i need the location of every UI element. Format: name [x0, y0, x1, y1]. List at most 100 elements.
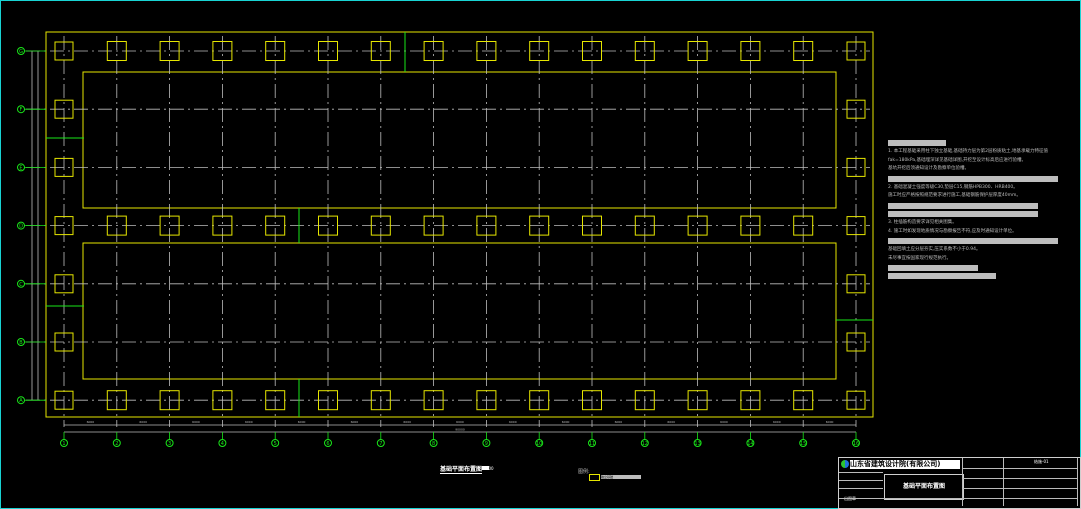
column-footing [54, 157, 74, 177]
column-footing [793, 390, 814, 411]
axis-bubble [60, 439, 68, 447]
column-footing [582, 215, 602, 236]
legend-footing-symbol [589, 474, 600, 481]
lower-slab-outline [82, 242, 837, 380]
axis-label: C [19, 282, 23, 288]
column-footing [370, 215, 391, 236]
axis-bubble [852, 439, 860, 447]
legend-text: 独立基础 [601, 475, 641, 479]
column-footing [687, 41, 708, 61]
column-footing [106, 390, 127, 411]
axis-label: G [19, 49, 23, 55]
span-dimension: 6000 [87, 420, 95, 424]
axis-bubble [271, 439, 280, 447]
axis-label: 3 [168, 441, 171, 447]
axis-bubble [17, 279, 25, 288]
plan-title: 基础平面布置图 [440, 466, 483, 474]
general-notes: 说明: 1. 本工程基础采用柱下独立基础,基础持力层为第2层粉质粘土,地基承载力… [888, 138, 1063, 281]
column-footing [529, 41, 550, 61]
column-footing [54, 332, 74, 352]
column-footing [54, 274, 74, 294]
note-highlight [888, 210, 1038, 217]
axis-bubble [17, 105, 25, 114]
column-footing [582, 390, 602, 411]
plan-scale: 1:100 [482, 466, 494, 471]
axis-bubble [17, 47, 25, 55]
column-footing [634, 41, 655, 61]
note-highlight [888, 175, 1058, 182]
axis-label: 12 [642, 441, 648, 447]
span-dimension: 6000 [773, 420, 781, 424]
axis-label: 7 [379, 441, 382, 447]
span-dimension: 6000 [192, 420, 200, 424]
axis-bubble [165, 439, 174, 447]
axis-bubble [17, 396, 25, 405]
column-footing [265, 41, 286, 61]
column-footing [159, 215, 180, 236]
column-footing [54, 216, 74, 236]
span-dimension: 6000 [139, 420, 147, 424]
note-line: 施工时应严格按照规范要求进行施工,基础钢筋保护层厚度40mm。 [888, 193, 1021, 199]
note-line: 1. 本工程基础采用柱下独立基础,基础持力层为第2层粉质粘土,地基承载力特征值 [888, 149, 1048, 154]
column-footing [106, 41, 127, 61]
column-footing [54, 41, 74, 61]
column-footing [687, 215, 708, 236]
note-highlight [888, 265, 978, 272]
column-footing [423, 215, 444, 236]
column-footing [846, 274, 866, 294]
title-block: 山东省建筑设计院(有限公司) 基础平面布置图 结施-01 出图章 [838, 457, 1081, 509]
column-footing [54, 390, 74, 410]
column-footing [318, 215, 338, 236]
column-footing [106, 215, 127, 236]
axis-label: 9 [485, 441, 488, 447]
span-dimension: 6000 [667, 420, 675, 424]
column-footing [529, 215, 550, 236]
column-footing [318, 390, 338, 411]
span-dimension: 6000 [720, 420, 728, 424]
axis-label: 2 [115, 441, 118, 447]
column-footing [634, 390, 655, 411]
column-footing [159, 390, 180, 411]
column-footing [740, 390, 761, 411]
drawing-name: 基础平面布置图 [884, 474, 964, 500]
axis-label: 11 [589, 441, 595, 447]
axis-label: B [19, 340, 23, 346]
axis-bubble [429, 439, 438, 447]
span-dimension: 6000 [298, 420, 306, 424]
column-footing [54, 99, 74, 119]
axis-label: 4 [221, 441, 224, 447]
column-footing [846, 332, 866, 352]
note-line: 4. 施工时如发现地质情况与勘察报告不符,应及时通知设计单位。 [888, 228, 1017, 234]
axis-label: 16 [853, 441, 859, 447]
note-highlight [888, 202, 1038, 209]
note-line: 基坑开挖后须通知设计及勘察单位验槽。 [888, 166, 969, 172]
column-footing [793, 215, 814, 236]
column-footing [846, 216, 866, 236]
axis-label: 10 [536, 441, 542, 447]
total-dimension: 90000 [455, 428, 465, 432]
axis-label: 1 [62, 441, 65, 447]
stamp-label: 出图章 [844, 496, 856, 501]
note-line: 未尽事宜按国家现行规范执行。 [888, 255, 951, 261]
axis-bubble [482, 439, 491, 447]
column-footing [423, 41, 444, 61]
span-dimension: 6000 [562, 420, 570, 424]
column-footing [159, 41, 180, 61]
firm-name: 山东省建筑设计院(有限公司) [850, 460, 960, 469]
span-dimension: 6000 [245, 420, 253, 424]
column-footing [529, 390, 550, 411]
note-line: fak=180kPa,基础埋深详见基础详图,开挖至设计标高后应进行验槽。 [888, 157, 1027, 163]
column-footing [846, 157, 866, 177]
column-footing [476, 41, 497, 61]
axis-label: 14 [747, 441, 753, 447]
column-footing [476, 215, 497, 236]
column-footing [740, 215, 761, 236]
note-line: 基础回填土应分层夯实,压实系数不小于0.94。 [888, 247, 981, 253]
column-footing [423, 390, 444, 411]
axis-bubble [746, 439, 755, 447]
axis-bubble [17, 338, 25, 346]
axis-bubble [17, 163, 25, 172]
axis-bubble [112, 439, 121, 447]
span-dimension: 6000 [456, 420, 464, 424]
